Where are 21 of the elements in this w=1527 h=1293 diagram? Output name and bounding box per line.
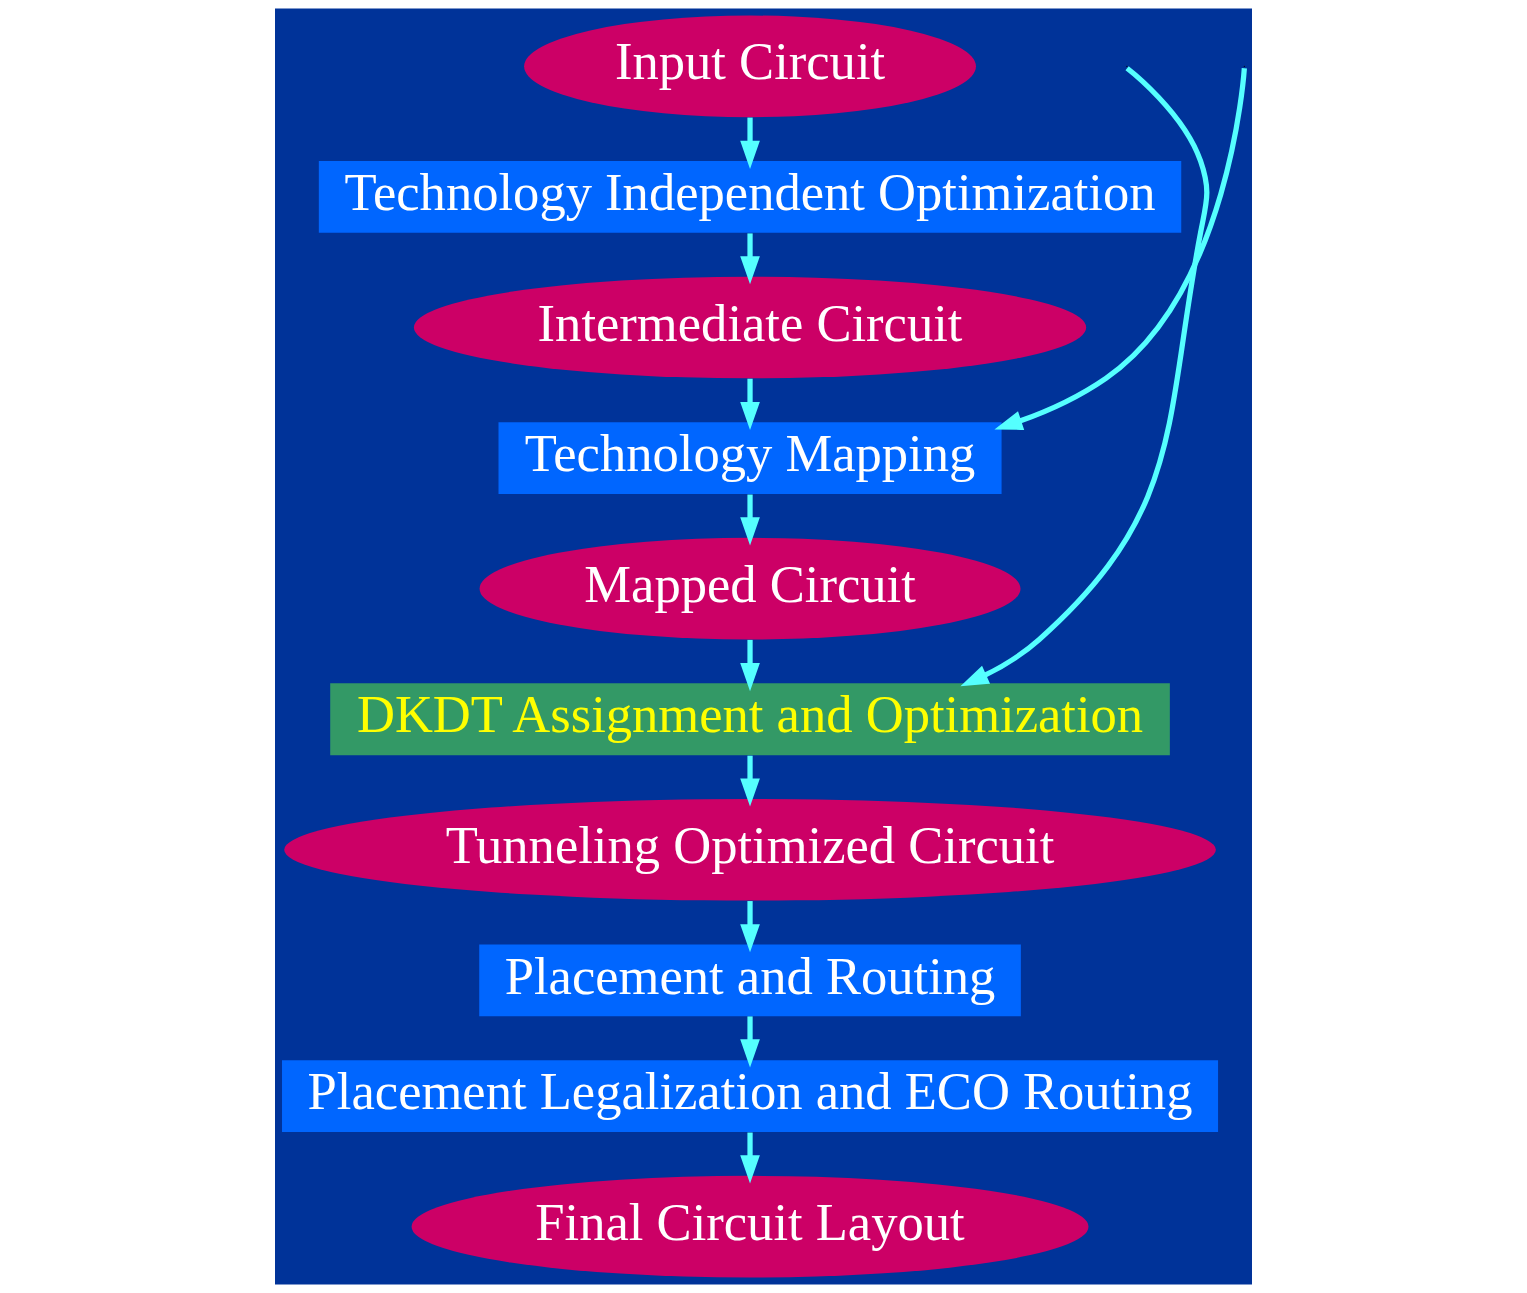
arrow <box>960 66 1210 687</box>
node-box: Technology Mapping <box>498 422 1002 494</box>
arrow <box>740 378 760 431</box>
node-ellipse: Input Circuit <box>524 15 976 118</box>
arrow <box>740 494 760 546</box>
arrow <box>740 233 760 285</box>
node-ellipse: Intermediate Circuit <box>413 276 1087 379</box>
arrow <box>740 901 760 953</box>
node-box: Placement and Routing <box>479 944 1021 1017</box>
node-box: DKDT Assignment and Optimization <box>330 683 1170 756</box>
arrow <box>740 639 760 692</box>
arrow <box>994 68 1247 430</box>
node-ellipse: Final Circuit Layout <box>411 1175 1089 1278</box>
arrow <box>740 1132 760 1184</box>
node-ellipse: Mapped Circuit <box>479 537 1021 640</box>
node-box: Technology Independent Optimization <box>318 161 1182 233</box>
node-box: Placement Legalization and ECO Routing <box>282 1060 1219 1132</box>
arrow <box>740 755 760 807</box>
node-ellipse: Tunneling Optimized Circuit <box>284 799 1216 901</box>
arrow <box>740 1016 760 1068</box>
arrow <box>740 117 760 169</box>
